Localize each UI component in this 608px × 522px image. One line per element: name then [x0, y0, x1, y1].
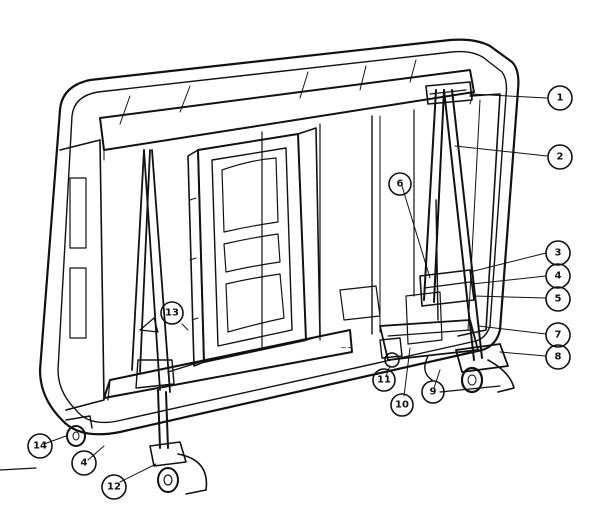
callout-7: 7 [545, 322, 571, 348]
callout-6: 6 [388, 172, 412, 196]
table-frame: ~~ [38, 38, 520, 436]
svg-text:~~: ~~ [340, 343, 353, 352]
svg-text:4: 4 [81, 458, 88, 469]
right-leg-assembly [339, 81, 515, 394]
svg-text:10: 10 [395, 400, 409, 411]
svg-text:7: 7 [555, 330, 562, 341]
callout-4-right: 4 [545, 263, 571, 289]
svg-text:1: 1 [557, 93, 564, 104]
svg-text:6: 6 [397, 179, 404, 190]
left-corner-caster [65, 415, 93, 447]
center-panel [187, 127, 321, 367]
svg-text:11: 11 [377, 375, 391, 386]
callout-9: 9 [421, 380, 445, 404]
callout-2: 2 [547, 144, 573, 170]
callout-13: 13 [160, 301, 184, 325]
callout-10: 10 [390, 393, 414, 417]
left-leg-assembly [131, 149, 208, 495]
callout-1: 1 [547, 85, 573, 111]
callout-12: 12 [101, 474, 127, 500]
callout-3: 3 [545, 240, 571, 266]
callout-8: 8 [545, 344, 571, 370]
svg-text:8: 8 [555, 352, 562, 363]
callout-11: 11 [372, 368, 396, 392]
callout-5: 5 [545, 286, 571, 312]
svg-text:4: 4 [555, 271, 562, 282]
callout-4-left: 4 [71, 450, 97, 476]
leader-lines [0, 93, 548, 483]
svg-text:13: 13 [165, 308, 179, 319]
svg-text:2: 2 [557, 152, 564, 163]
svg-text:14: 14 [33, 441, 47, 452]
callout-14: 14 [27, 433, 53, 459]
svg-text:5: 5 [555, 294, 562, 305]
svg-text:12: 12 [107, 482, 121, 493]
svg-text:3: 3 [555, 248, 562, 259]
svg-text:9: 9 [430, 387, 437, 398]
